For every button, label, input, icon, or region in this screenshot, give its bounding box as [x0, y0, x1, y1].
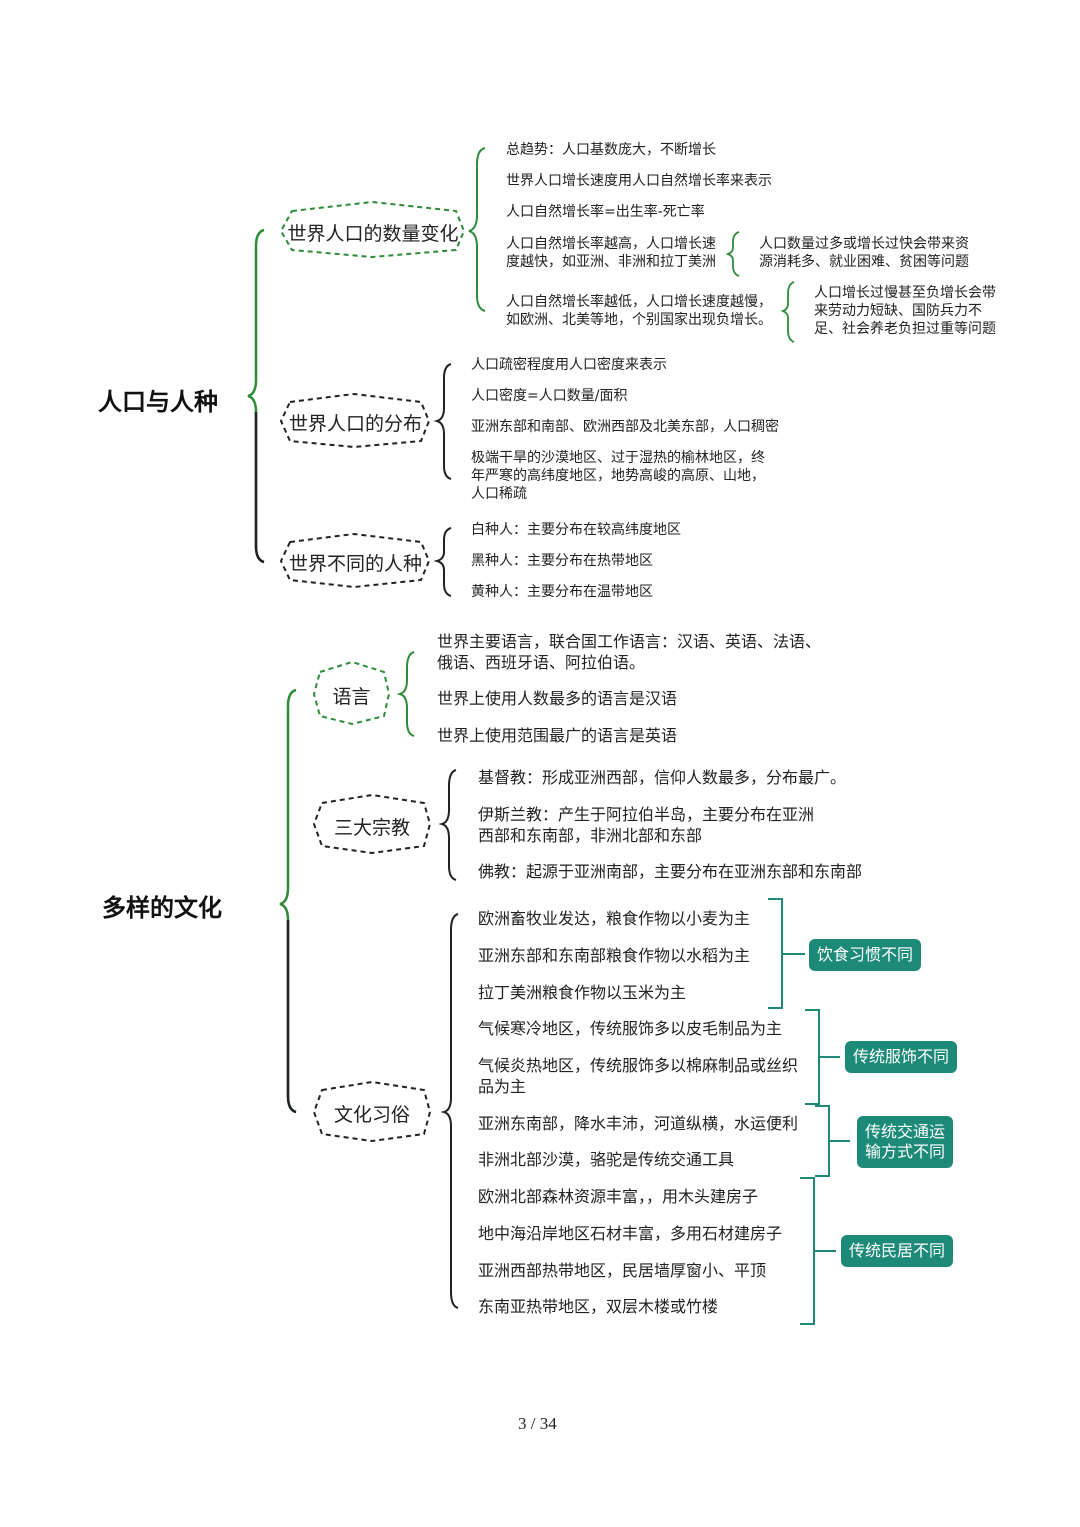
- clothing-item-line1: 气候炎热地区，传统服饰多以棉麻制品或丝织: [478, 1056, 799, 1075]
- sparse-line3: 人口稀疏: [471, 486, 527, 502]
- node-religion: 三大宗教: [333, 817, 410, 839]
- transport-item: 非洲北部沙漠，骆驼是传统交通工具: [478, 1150, 735, 1169]
- race-item: 黄种人：主要分布在温带地区: [471, 584, 653, 600]
- language-bracket: [396, 651, 415, 737]
- clothing-item: 气候寒冷地区，传统服饰多以皮毛制品为主: [478, 1019, 783, 1038]
- node2-bracket: [433, 363, 452, 480]
- clothing-bracket: [805, 1009, 840, 1105]
- housing-item: 欧洲北部森林资源丰富，，用木头建房子: [478, 1187, 759, 1206]
- node3-bracket: [433, 527, 452, 597]
- tag-housing: 传统民居不同: [841, 1235, 954, 1267]
- food-bracket: [768, 898, 805, 1009]
- high-growth-consequence1: 人口数量过多或增长过快会带来资: [759, 236, 969, 252]
- religion-frame: [312, 793, 432, 855]
- tag-transport-line1: 传统交通运: [865, 1122, 946, 1141]
- low-growth-line2: 如欧洲、北美等地，个别国家出现负增长。: [506, 312, 772, 328]
- food-item: 亚洲东部和东南部粮食作物以水稻为主: [478, 946, 751, 965]
- sparse-line1: 极端干旱的沙漠地区、过于湿热的榆林地区，终: [471, 450, 765, 466]
- food-item: 拉丁美洲粮食作物以玉米为主: [478, 983, 687, 1002]
- customs-frame: [312, 1080, 432, 1143]
- tag-food: 饮食习惯不同: [809, 939, 922, 971]
- housing-item: 东南亚热带地区，双层木楼或竹楼: [478, 1297, 719, 1316]
- root-population: 人口与人种: [98, 388, 218, 416]
- root-culture: 多样的文化: [102, 894, 222, 922]
- distribution-item: 亚洲东部和南部、欧洲西部及北美东部，人口稠密: [471, 419, 779, 435]
- population-item: 人口自然增长率=出生率-死亡率: [506, 204, 705, 220]
- node-customs: 文化习俗: [333, 1104, 410, 1126]
- node-language: 语言: [332, 686, 371, 708]
- node1-frame: [279, 200, 466, 259]
- low-growth-consequence3: 足、社会养老负担过重等问题: [814, 321, 996, 337]
- religion-christianity: 基督教：形成亚洲西部，信仰人数最多，分布最广。: [478, 768, 847, 787]
- language-line1: 世界主要语言，联合国工作语言：汉语、英语、法语、: [437, 632, 822, 651]
- distribution-item: 人口密度=人口数量/面积: [471, 388, 628, 404]
- page-number: 3 / 34: [518, 1414, 557, 1433]
- sparse-line2: 年严寒的高纬度地区，地势高峻的高原、山地，: [471, 468, 765, 484]
- low-growth-line1: 人口自然增长率越低，人口增长速度越慢，: [506, 294, 772, 310]
- low-growth-consequence1: 人口增长过慢甚至负增长会带: [814, 285, 996, 301]
- language-item: 世界上使用人数最多的语言是汉语: [437, 689, 678, 708]
- language-line2: 俄语、西班牙语、阿拉伯语。: [437, 653, 646, 672]
- high-bracket: [725, 231, 740, 277]
- node-population-distribution: 世界人口的分布: [288, 413, 422, 435]
- node3-frame: [279, 532, 431, 589]
- race-item: 黑种人：主要分布在热带地区: [471, 553, 653, 569]
- population-item: 总趋势：人口基数庞大，不断增长: [506, 142, 716, 158]
- root1-bracket-dark: [254, 412, 265, 564]
- high-growth-line2: 度越快，如亚洲、非洲和拉丁美洲: [506, 254, 716, 270]
- religion-bracket: [438, 769, 457, 881]
- customs-bracket: [440, 913, 459, 1309]
- distribution-item: 人口疏密程度用人口密度来表示: [471, 357, 667, 373]
- tag-clothing: 传统服饰不同: [845, 1041, 958, 1073]
- low-growth-consequence2: 来劳动力短缺、国防兵力不: [814, 303, 982, 319]
- transport-item: 亚洲东南部，降水丰沛，河道纵横，水运便利: [478, 1114, 799, 1133]
- race-item: 白种人：主要分布在较高纬度地区: [471, 522, 681, 538]
- node2-frame: [279, 392, 431, 449]
- transport-bracket: [815, 1105, 850, 1177]
- root2-bracket-dark: [286, 920, 297, 1114]
- low-bracket: [780, 281, 795, 343]
- language-frame: [312, 660, 391, 726]
- housing-item: 地中海沿岸地区石材丰富，多用石材建房子: [478, 1224, 783, 1243]
- node-races: 世界不同的人种: [288, 553, 422, 575]
- religion-buddhism: 佛教：起源于亚洲南部，主要分布在亚洲东部和东南部: [478, 862, 863, 881]
- religion-islam-line2: 西部和东南部，非洲北部和东部: [478, 826, 703, 845]
- node-population-change: 世界人口的数量变化: [287, 223, 459, 245]
- tag-transport: 传统交通运 输方式不同: [857, 1116, 954, 1168]
- religion-islam-line1: 伊斯兰教：产生于阿拉伯半岛，主要分布在亚洲: [478, 805, 815, 824]
- clothing-item-line2: 品为主: [478, 1077, 527, 1096]
- population-item: 世界人口增长速度用人口自然增长率来表示: [506, 173, 772, 189]
- high-growth-line1: 人口自然增长率越高，人口增长速: [506, 236, 716, 252]
- high-growth-consequence2: 源消耗多、就业困难、贫困等问题: [759, 254, 969, 270]
- tag-transport-line2: 输方式不同: [865, 1142, 946, 1161]
- housing-item: 亚洲西部热带地区，民居墙厚窗小、平顶: [478, 1261, 767, 1280]
- language-item: 世界上使用范围最广的语言是英语: [437, 726, 678, 745]
- food-item: 欧洲畜牧业发达，粮食作物以小麦为主: [478, 909, 751, 928]
- node1-bracket: [468, 147, 486, 312]
- housing-bracket: [800, 1177, 836, 1325]
